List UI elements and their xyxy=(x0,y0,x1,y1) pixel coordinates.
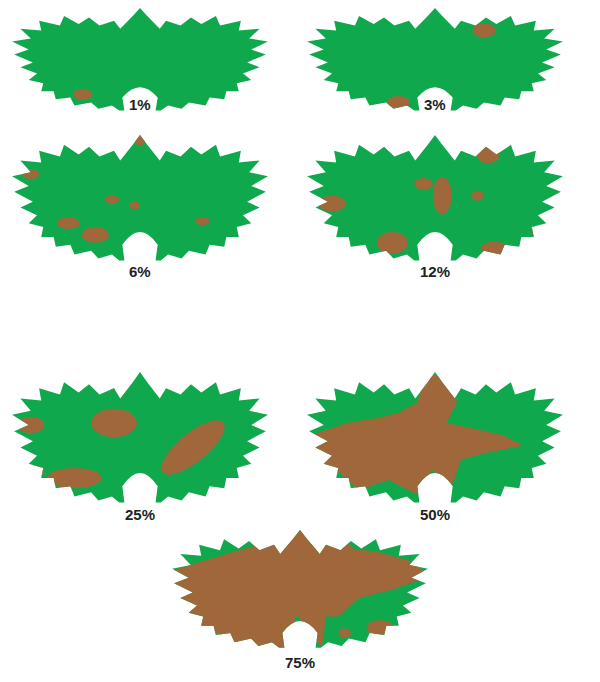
severity-label: 6% xyxy=(129,264,151,281)
severity-label: 3% xyxy=(424,97,446,114)
leaf-50 xyxy=(307,372,563,503)
severity-label: 50% xyxy=(420,507,450,524)
leaf-12 xyxy=(307,135,563,260)
severity-label: 75% xyxy=(285,655,315,672)
leaf-25 xyxy=(12,370,268,503)
severity-label: 1% xyxy=(129,97,151,114)
leaf-3 xyxy=(307,8,563,110)
severity-label: 12% xyxy=(420,264,450,281)
leaf-1 xyxy=(12,8,268,110)
leaf-75 xyxy=(170,530,430,650)
severity-label: 25% xyxy=(125,507,155,524)
leaf-6 xyxy=(12,134,268,260)
